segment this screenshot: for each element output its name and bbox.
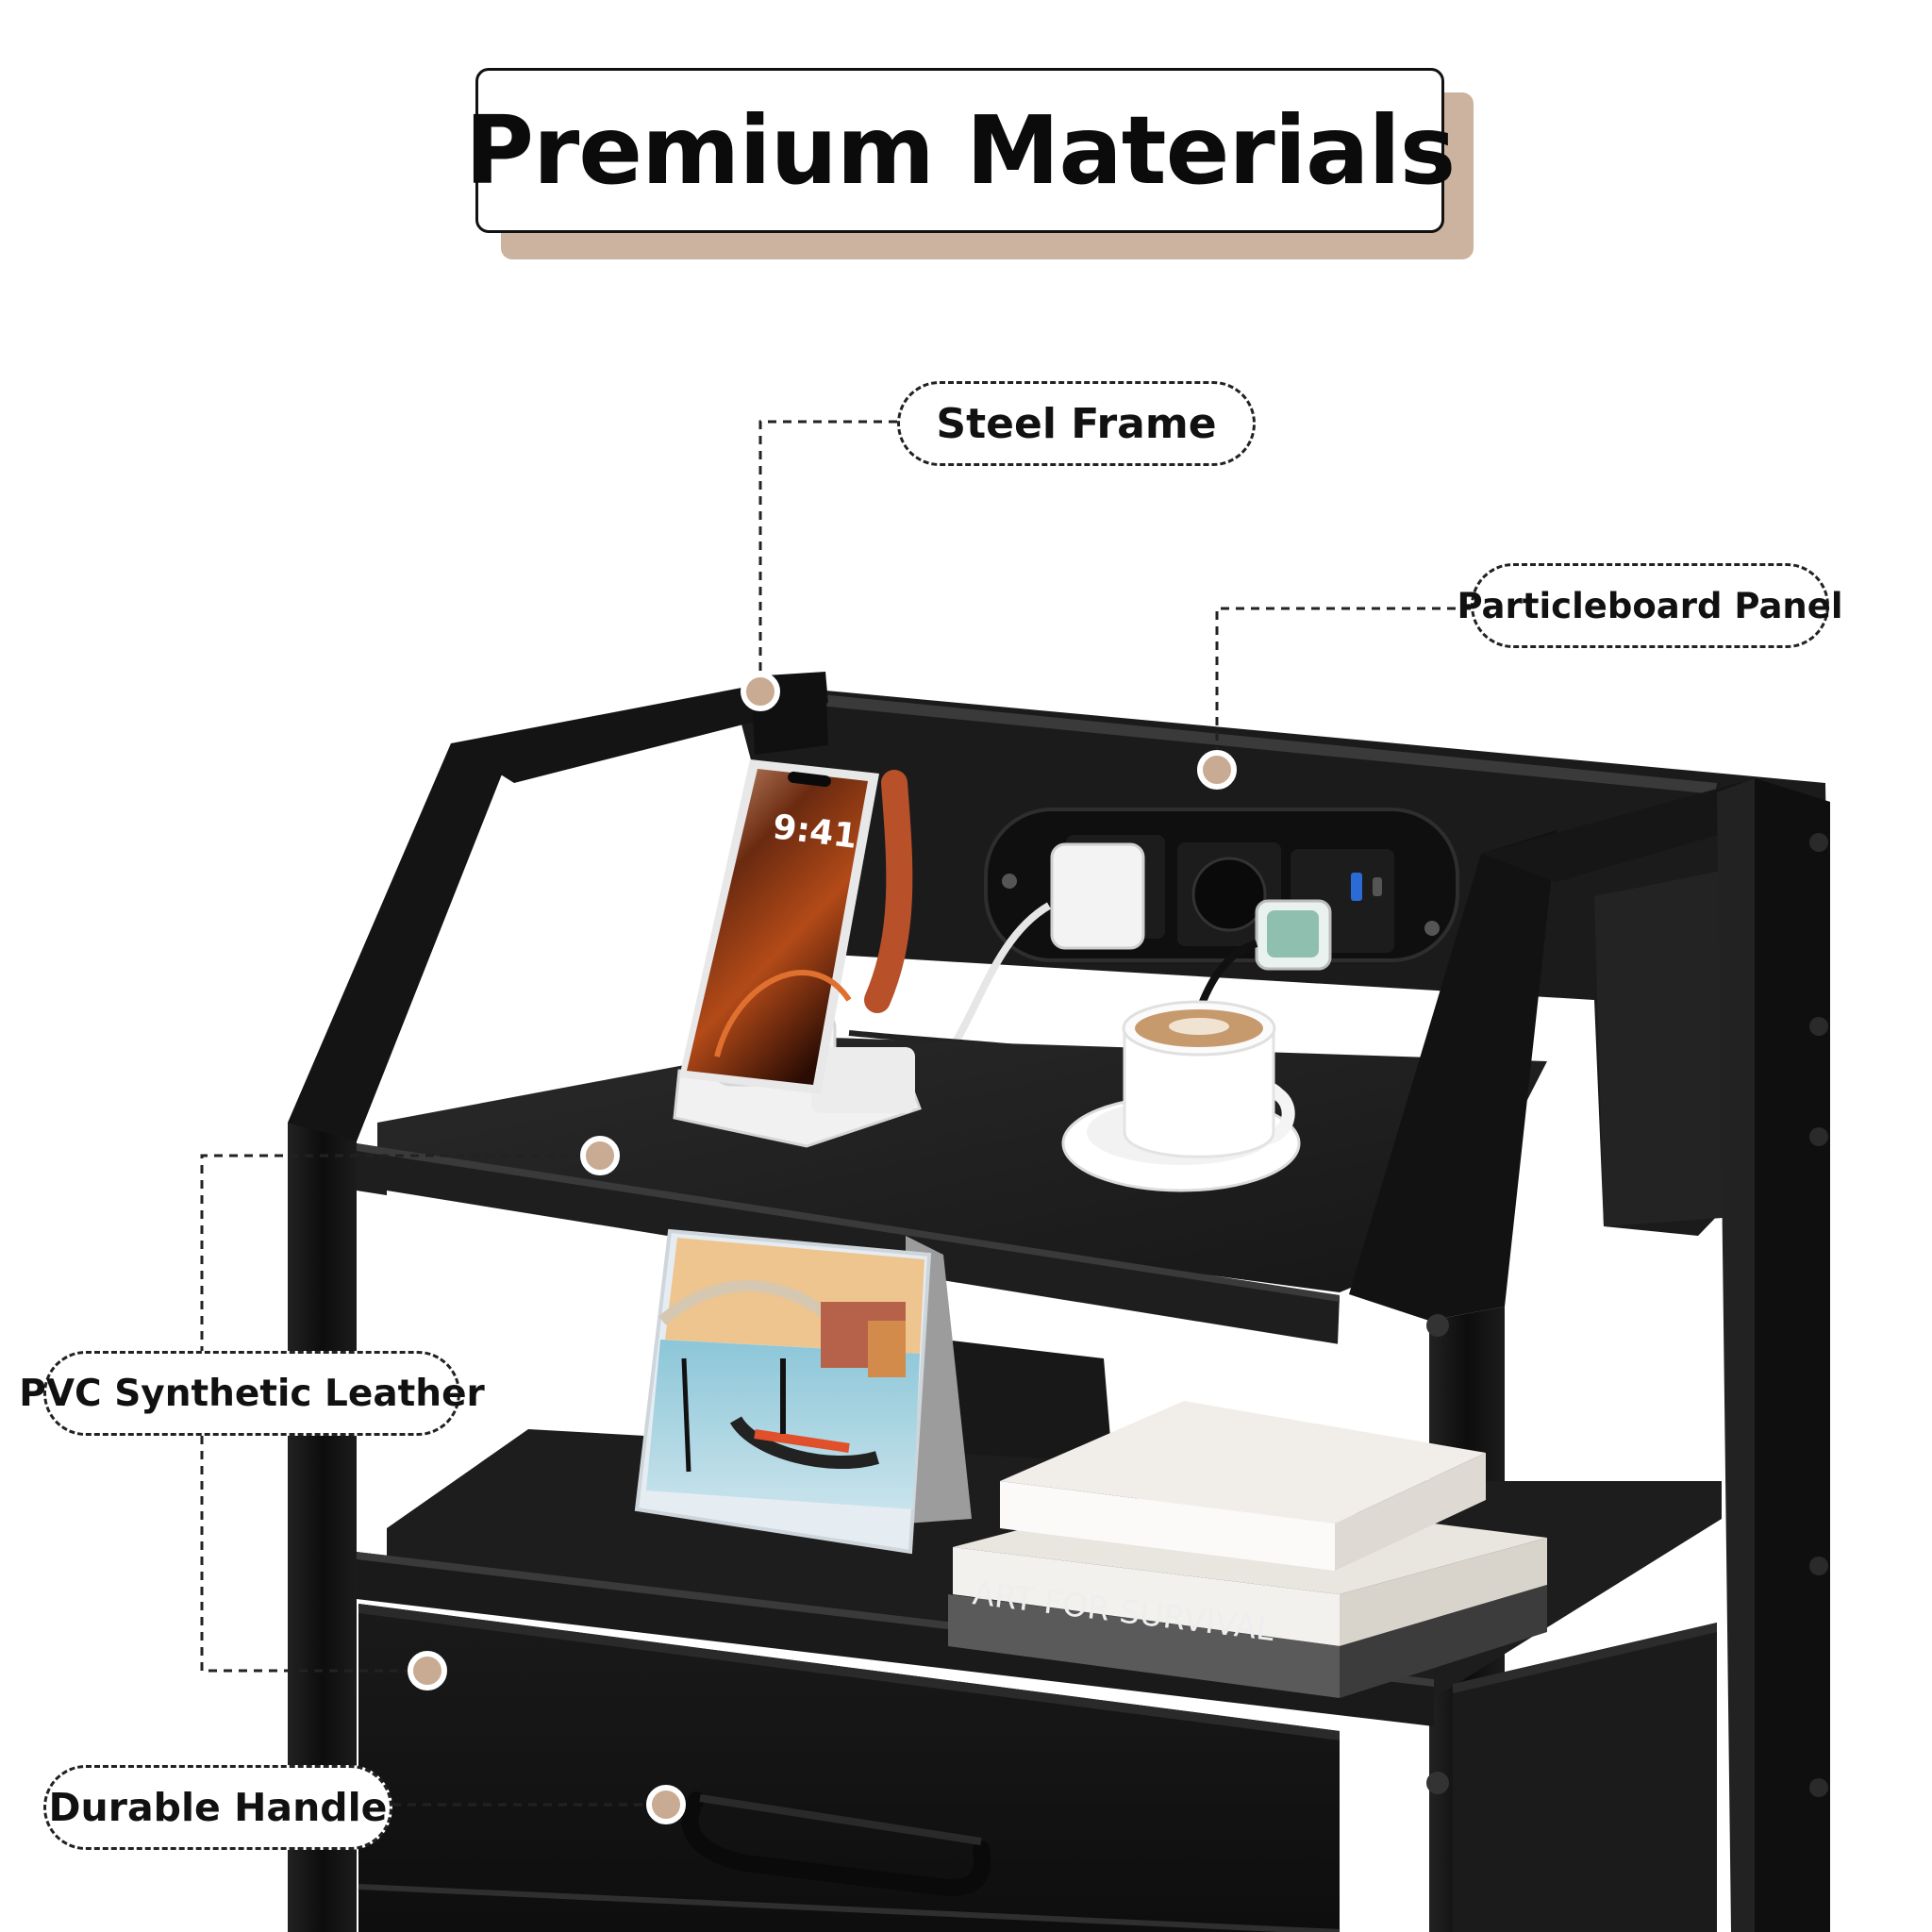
title-banner: Premium Materials — [465, 68, 1456, 233]
coffee-cup — [1061, 1000, 1301, 1192]
callout-steel-frame: Steel Frame — [897, 381, 1256, 466]
drawers — [358, 1604, 1717, 1932]
page-title: Premium Materials — [464, 95, 1457, 206]
callout-markers — [408, 672, 1237, 1824]
callout-particleboard-panel: Particleboard Panel — [1457, 563, 1843, 648]
phone — [679, 759, 879, 1094]
callout-pvc-leather: PVC Synthetic Leather — [19, 1351, 485, 1436]
callout-durable-handle: Durable Handle — [43, 1765, 392, 1850]
book-stack — [948, 1401, 1547, 1698]
picture-card — [634, 1228, 972, 1555]
callout-leader-lines — [200, 420, 1471, 1807]
drawer-handle — [681, 1791, 991, 1896]
charger-plugs — [848, 842, 1332, 1407]
